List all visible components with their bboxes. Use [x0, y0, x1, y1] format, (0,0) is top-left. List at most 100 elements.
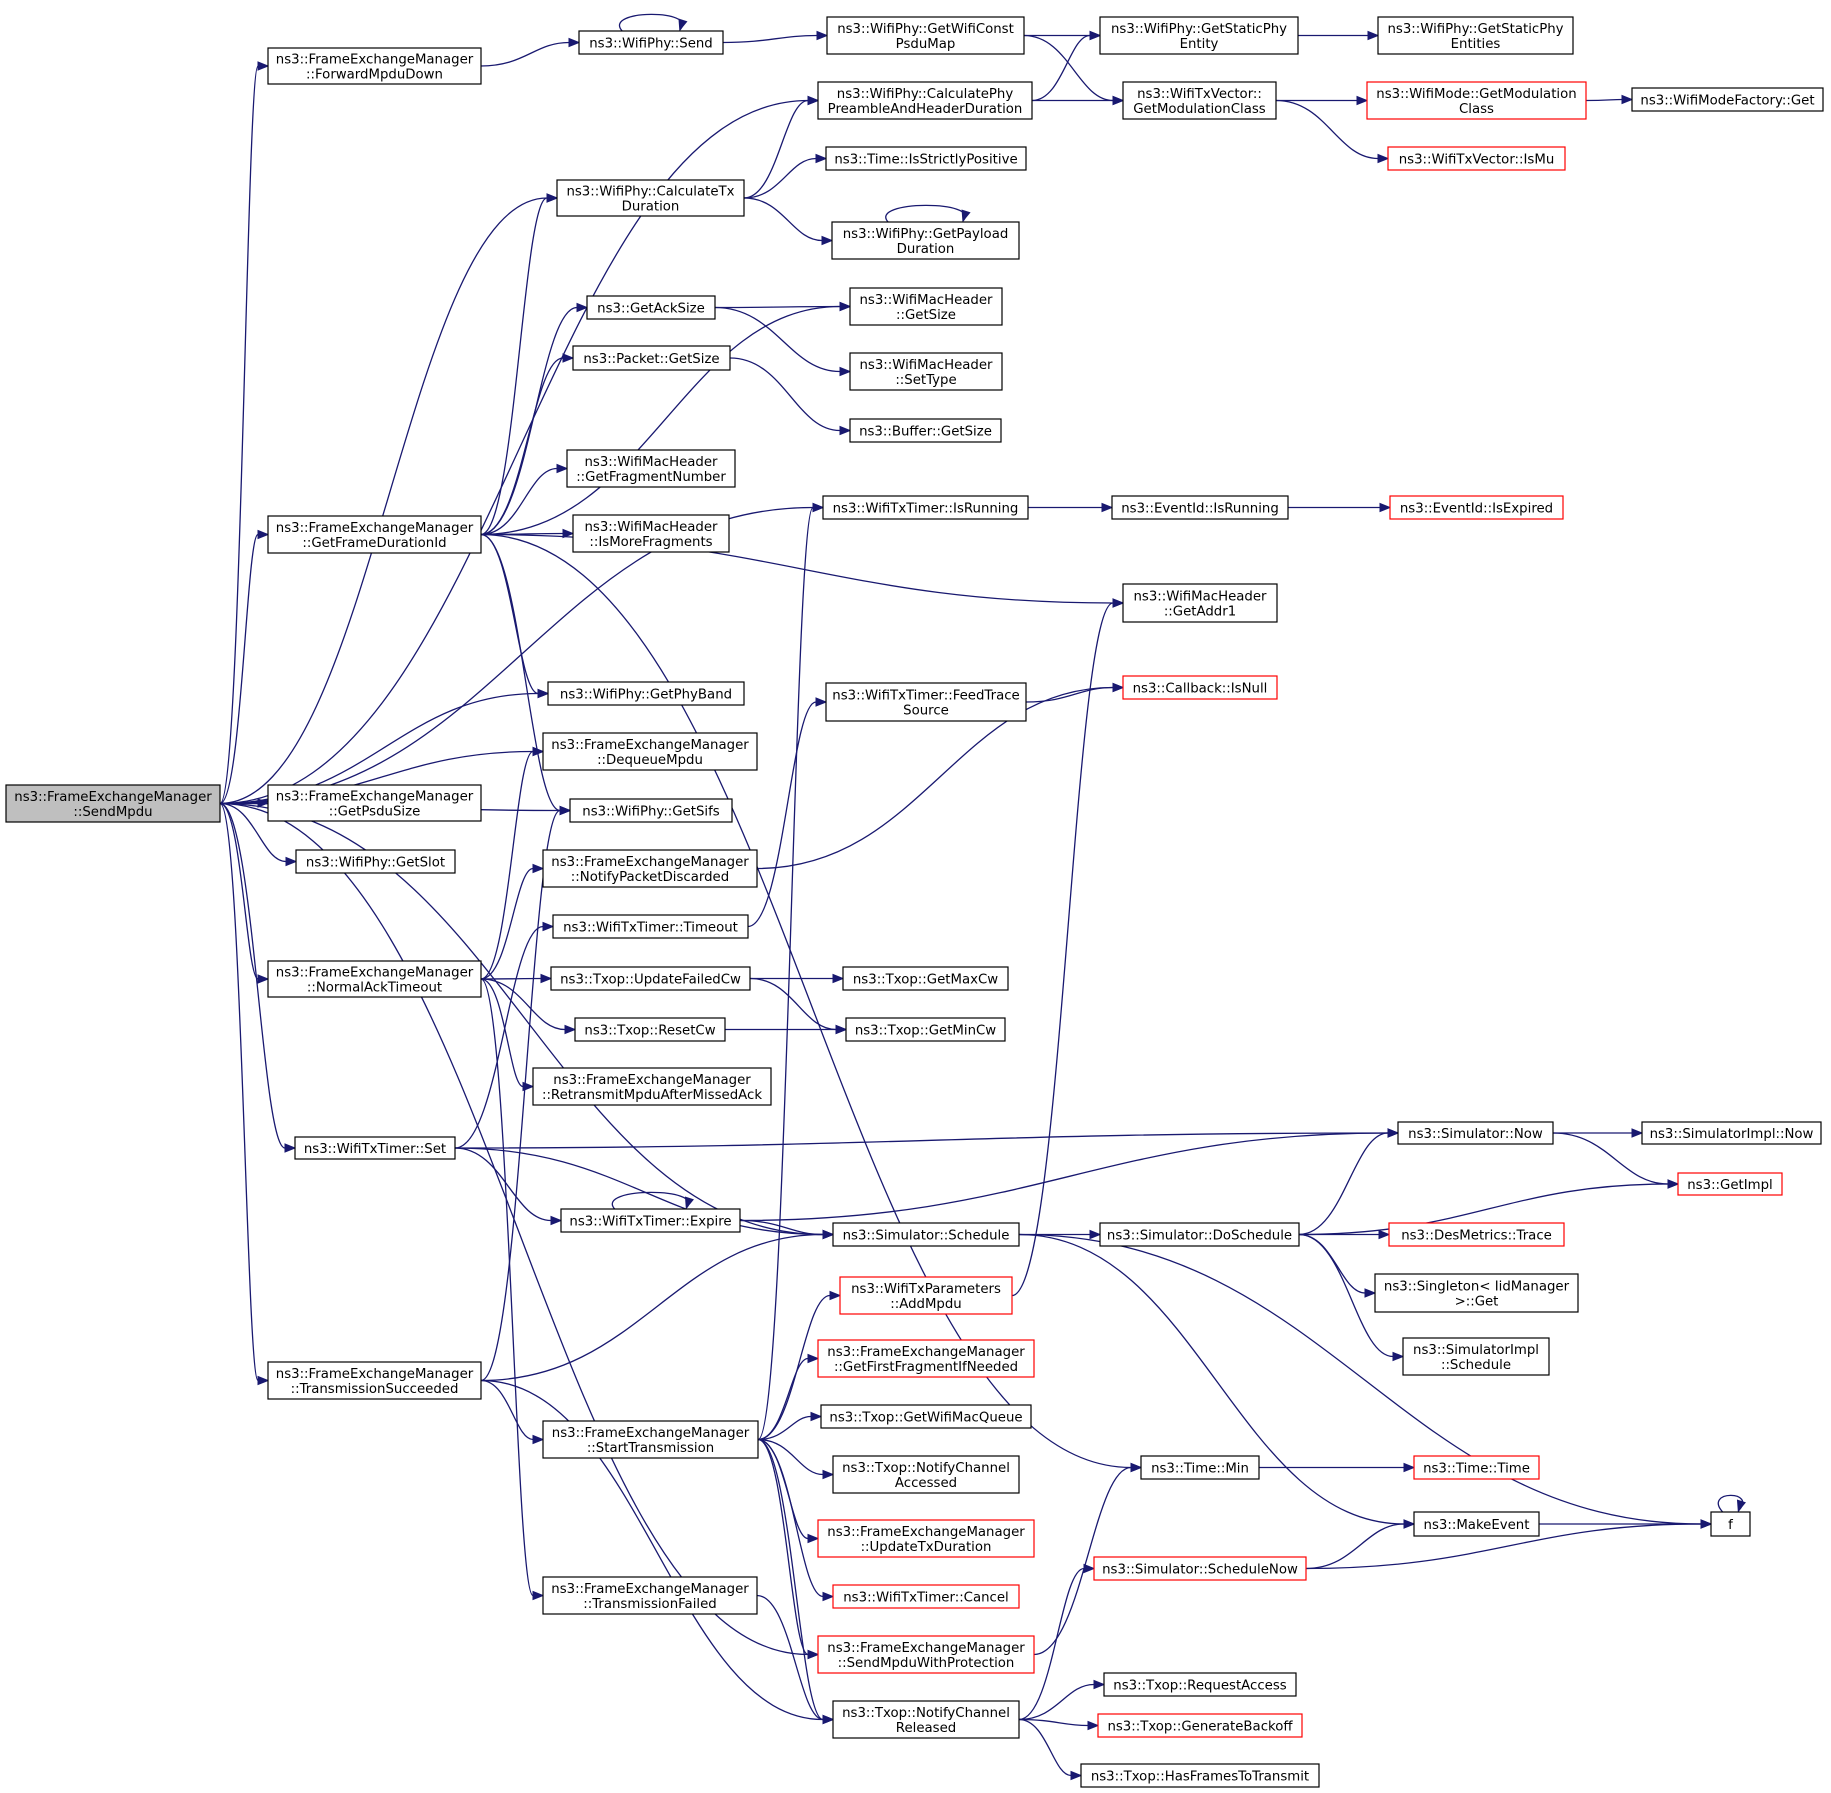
edge-line — [219, 802, 287, 863]
node-callback_isnull[interactable]: ns3::Callback::IsNull — [1122, 675, 1278, 700]
edge-sendmpdu-to-getframedurationid — [219, 529, 270, 805]
node-sim_schedule[interactable]: ns3::Simulator::Schedule — [832, 1222, 1020, 1247]
node-updatetxduration[interactable]: ns3::FrameExchangeManager::UpdateTxDurat… — [817, 1519, 1035, 1558]
edge-getpayloadduration-to-getpayloadduration — [885, 204, 971, 223]
node-singleton_get[interactable]: ns3::Singleton< IidManager >::Get — [1374, 1273, 1579, 1313]
edge-addmpdu-to-getaddr1 — [1011, 598, 1125, 1297]
node-gettxopmincw[interactable]: ns3::Txop::GetMinCw — [845, 1017, 1006, 1042]
node-forwardmpdudown[interactable]: ns3::FrameExchangeManager::ForwardMpduDo… — [267, 47, 482, 85]
node-box — [532, 1067, 772, 1106]
edge-line — [480, 750, 534, 980]
node-starttransmission[interactable]: ns3::FrameExchangeManager::StartTransmis… — [542, 1420, 759, 1459]
node-resetcw[interactable]: ns3::Txop::ResetCw — [574, 1017, 726, 1042]
node-dequeuempdu[interactable]: ns3::FrameExchangeManager::DequeueMpdu — [542, 732, 758, 771]
edge-line — [1298, 1132, 1389, 1236]
node-sendmpdu[interactable]: ns3::FrameExchangeManager::SendMpdu — [5, 784, 221, 823]
node-sim_now[interactable]: ns3::Simulator::Now — [1397, 1121, 1554, 1145]
node-sim_schedulenow[interactable]: ns3::Simulator::ScheduleNow — [1093, 1556, 1307, 1581]
node-getphyband[interactable]: ns3::WifiPhy::GetPhyBand — [547, 681, 745, 706]
node-time_min[interactable]: ns3::Time::Min — [1140, 1455, 1260, 1480]
node-getfragmentnumber[interactable]: ns3::WifiMacHeader::GetFragmentNumber — [566, 449, 736, 488]
node-updatefailedcw[interactable]: ns3::Txop::UpdateFailedCw — [550, 966, 751, 991]
node-eventid_isexpired[interactable]: ns3::EventId::IsExpired — [1389, 495, 1564, 520]
node-sendmpduwithprotection[interactable]: ns3::FrameExchangeManager::SendMpduWithP… — [817, 1635, 1035, 1674]
node-box — [542, 732, 758, 771]
node-getaddr1[interactable]: ns3::WifiMacHeader::GetAddr1 — [1122, 583, 1278, 623]
node-box — [267, 1361, 482, 1400]
node-box — [832, 1455, 1020, 1494]
node-phy_send[interactable]: ns3::WifiPhy::Send — [578, 30, 724, 55]
node-wifimode_getmodclass[interactable]: ns3::WifiMode::GetModulationClass — [1366, 81, 1587, 120]
node-getmodulationclass_vec[interactable]: ns3::WifiTxVector::GetModulationClass — [1122, 81, 1277, 120]
node-label: Entities — [1451, 37, 1501, 52]
node-box — [1374, 1273, 1579, 1313]
node-generatebackoff[interactable]: ns3::Txop::GenerateBackoff — [1097, 1713, 1303, 1738]
node-simimpl_schedule[interactable]: ns3::SimulatorImpl::Schedule — [1402, 1337, 1550, 1376]
node-packet_getsize[interactable]: ns3::Packet::GetSize — [572, 345, 731, 371]
node-notifypacketdiscarded[interactable]: ns3::FrameExchangeManager::NotifyPacketD… — [542, 849, 758, 888]
node-getframedurationid[interactable]: ns3::FrameExchangeManager::GetFrameDurat… — [267, 515, 482, 554]
node-label: ns3::WifiTxTimer::FeedTrace — [832, 689, 1019, 704]
node-retransmitmpdu[interactable]: ns3::FrameExchangeManager::RetransmitMpd… — [532, 1067, 772, 1106]
node-sim_doschedule[interactable]: ns3::Simulator::DoSchedule — [1099, 1222, 1300, 1247]
node-getwifimacqueue[interactable]: ns3::Txop::GetWifiMacQueue — [820, 1404, 1032, 1429]
edge-arrowhead — [1112, 95, 1125, 106]
node-machdr_getsize[interactable]: ns3::WifiMacHeader::GetSize — [849, 287, 1003, 326]
node-txtimer_timeout[interactable]: ns3::WifiTxTimer::Timeout — [552, 914, 749, 939]
edge-arrowhead — [1367, 30, 1380, 41]
node-getacksize[interactable]: ns3::GetAckSize — [586, 295, 716, 320]
node-addmpdu[interactable]: ns3::WifiTxParameters::AddMpdu — [839, 1276, 1013, 1315]
node-machdr_settype[interactable]: ns3::WifiMacHeader::SetType — [849, 352, 1003, 391]
node-eventid_isrunning[interactable]: ns3::EventId::IsRunning — [1111, 495, 1289, 520]
node-calcpreamble[interactable]: ns3::WifiPhy::CalculatePhyPreambleAndHea… — [817, 81, 1033, 120]
node-time_time[interactable]: ns3::Time::Time — [1413, 1455, 1540, 1480]
node-label: ::TransmissionSucceeded — [291, 1382, 459, 1397]
node-transmissionsucceeded[interactable]: ns3::FrameExchangeManager::TransmissionS… — [267, 1361, 482, 1400]
node-makeevent[interactable]: ns3::MakeEvent — [1413, 1511, 1540, 1537]
node-desmetrics_trace[interactable]: ns3::DesMetrics::Trace — [1388, 1222, 1565, 1247]
node-label: ns3::Packet::GetSize — [583, 352, 719, 367]
node-label: ns3::FrameExchangeManager — [551, 1582, 749, 1597]
node-box — [556, 179, 745, 217]
node-box — [849, 287, 1003, 326]
node-box — [1099, 16, 1299, 55]
node-getpsdusize[interactable]: ns3::FrameExchangeManager::GetPsduSize — [267, 784, 482, 822]
node-txtimer_set[interactable]: ns3::WifiTxTimer::Set — [294, 1136, 456, 1160]
node-getfirstfragment[interactable]: ns3::FrameExchangeManager::GetFirstFragm… — [817, 1339, 1035, 1378]
node-wifimodefactory_get[interactable]: ns3::WifiModeFactory::Get — [1631, 87, 1824, 112]
node-transmissionfailed[interactable]: ns3::FrameExchangeManager::TransmissionF… — [542, 1576, 758, 1615]
node-isstrictlypositive[interactable]: ns3::Time::IsStrictlyPositive — [825, 146, 1027, 171]
node-getimpl[interactable]: ns3::GetImpl — [1677, 1172, 1783, 1196]
node-box — [1140, 1455, 1260, 1480]
node-label: f — [1728, 1518, 1733, 1533]
node-ismorefragments[interactable]: ns3::WifiMacHeader::IsMoreFragments — [572, 514, 730, 553]
node-label: ns3::WifiTxTimer::Timeout — [563, 921, 738, 936]
node-f[interactable]: f — [1710, 1511, 1751, 1537]
node-buffer_getsize[interactable]: ns3::Buffer::GetSize — [849, 418, 1002, 443]
node-simimpl_now[interactable]: ns3::SimulatorImpl::Now — [1641, 1121, 1822, 1145]
node-requestaccess[interactable]: ns3::Txop::RequestAccess — [1103, 1672, 1297, 1697]
edge-line — [714, 305, 841, 309]
node-gettxopmaxcw[interactable]: ns3::Txop::GetMaxCw — [842, 966, 1009, 991]
node-getslot[interactable]: ns3::WifiPhy::GetSlot — [295, 849, 456, 874]
node-normalacktimeout[interactable]: ns3::FrameExchangeManager::NormalAckTime… — [267, 960, 482, 998]
edge-line — [749, 977, 837, 1031]
edge-notifychannelreleased-to-requestaccess — [1018, 1679, 1106, 1721]
node-hasframestotransmit[interactable]: ns3::Txop::HasFramesToTransmit — [1080, 1763, 1320, 1788]
node-box — [1387, 146, 1566, 171]
node-label: ns3::FrameExchangeManager — [827, 1641, 1025, 1656]
node-txtimer_cancel[interactable]: ns3::WifiTxTimer::Cancel — [832, 1584, 1020, 1609]
node-txvector_ismu[interactable]: ns3::WifiTxVector::IsMu — [1387, 146, 1566, 171]
node-getsifs[interactable]: ns3::WifiPhy::GetSifs — [569, 798, 733, 823]
node-box — [295, 849, 456, 874]
node-txtimer_isrunning[interactable]: ns3::WifiTxTimer::IsRunning — [822, 495, 1029, 520]
node-txtimer_expire[interactable]: ns3::WifiTxTimer::Expire — [560, 1208, 741, 1233]
